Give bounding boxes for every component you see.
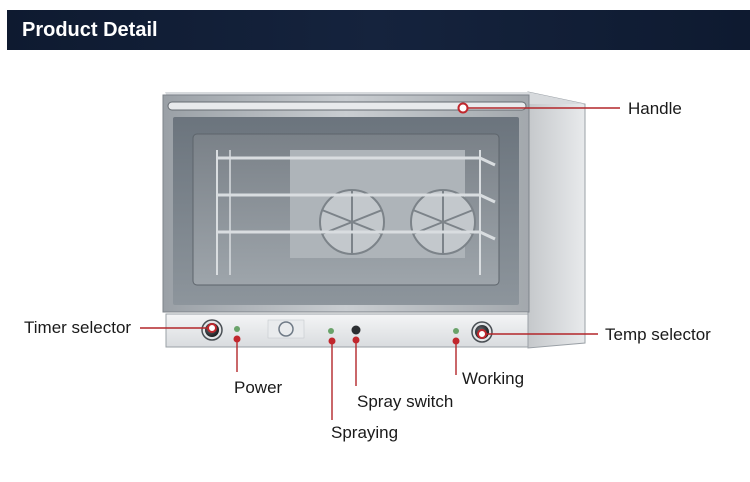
marker-timer	[207, 323, 217, 333]
oven-body	[162, 91, 586, 349]
marker-handle	[457, 102, 469, 114]
marker-spraying	[328, 337, 336, 345]
marker-spray-switch	[352, 336, 360, 344]
convection-fan-right	[410, 189, 476, 255]
callout-timer-selector: Timer selector	[24, 318, 132, 337]
oven-side-panel	[527, 91, 586, 349]
callout-spraying: Spraying	[331, 423, 399, 442]
brand-logo	[267, 319, 305, 339]
control-panel	[165, 313, 529, 348]
working-indicator	[453, 328, 459, 334]
marker-power	[233, 335, 241, 343]
convection-fan-left	[319, 189, 385, 255]
callout-spray-switch: Spray switch	[357, 392, 454, 411]
markers	[207, 102, 487, 345]
oven-racks	[216, 150, 496, 275]
callout-handle: Handle	[628, 99, 682, 118]
callout-working: Working	[462, 369, 525, 388]
header-accent	[0, 10, 7, 50]
marker-temp	[477, 329, 487, 339]
callout-power: Power	[234, 378, 283, 397]
spraying-indicator	[328, 328, 334, 334]
callout-temp-selector: Temp selector	[605, 325, 711, 344]
leader-lines	[140, 107, 620, 420]
page-title: Product Detail	[22, 19, 158, 41]
header-bar: Product Detail	[0, 10, 750, 50]
oven-handle	[167, 101, 527, 111]
power-indicator	[234, 326, 240, 332]
marker-working	[452, 337, 460, 345]
spray-switch	[351, 325, 361, 335]
